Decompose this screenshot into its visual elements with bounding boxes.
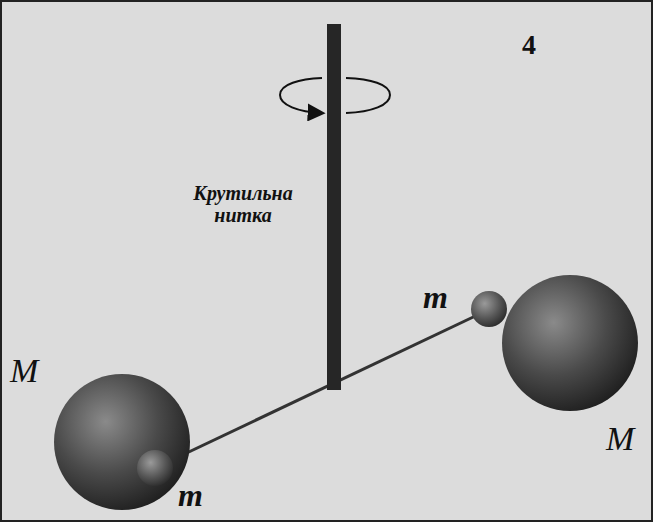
small-sphere	[471, 291, 507, 327]
big-mass-label: M	[10, 352, 38, 389]
small-mass-label: m	[423, 280, 448, 315]
big-sphere	[502, 275, 638, 411]
beam	[155, 310, 488, 468]
small-mass-label: m	[178, 478, 203, 513]
big-sphere	[54, 374, 190, 510]
rotation-arrow	[346, 78, 390, 113]
figure-number: 4	[522, 30, 536, 61]
fiber-label: Крутильна нитка	[168, 182, 318, 226]
torsion-fiber	[327, 24, 341, 390]
rotation-arrow	[280, 78, 322, 113]
big-mass-label: M	[606, 420, 634, 457]
small-sphere	[137, 450, 173, 486]
